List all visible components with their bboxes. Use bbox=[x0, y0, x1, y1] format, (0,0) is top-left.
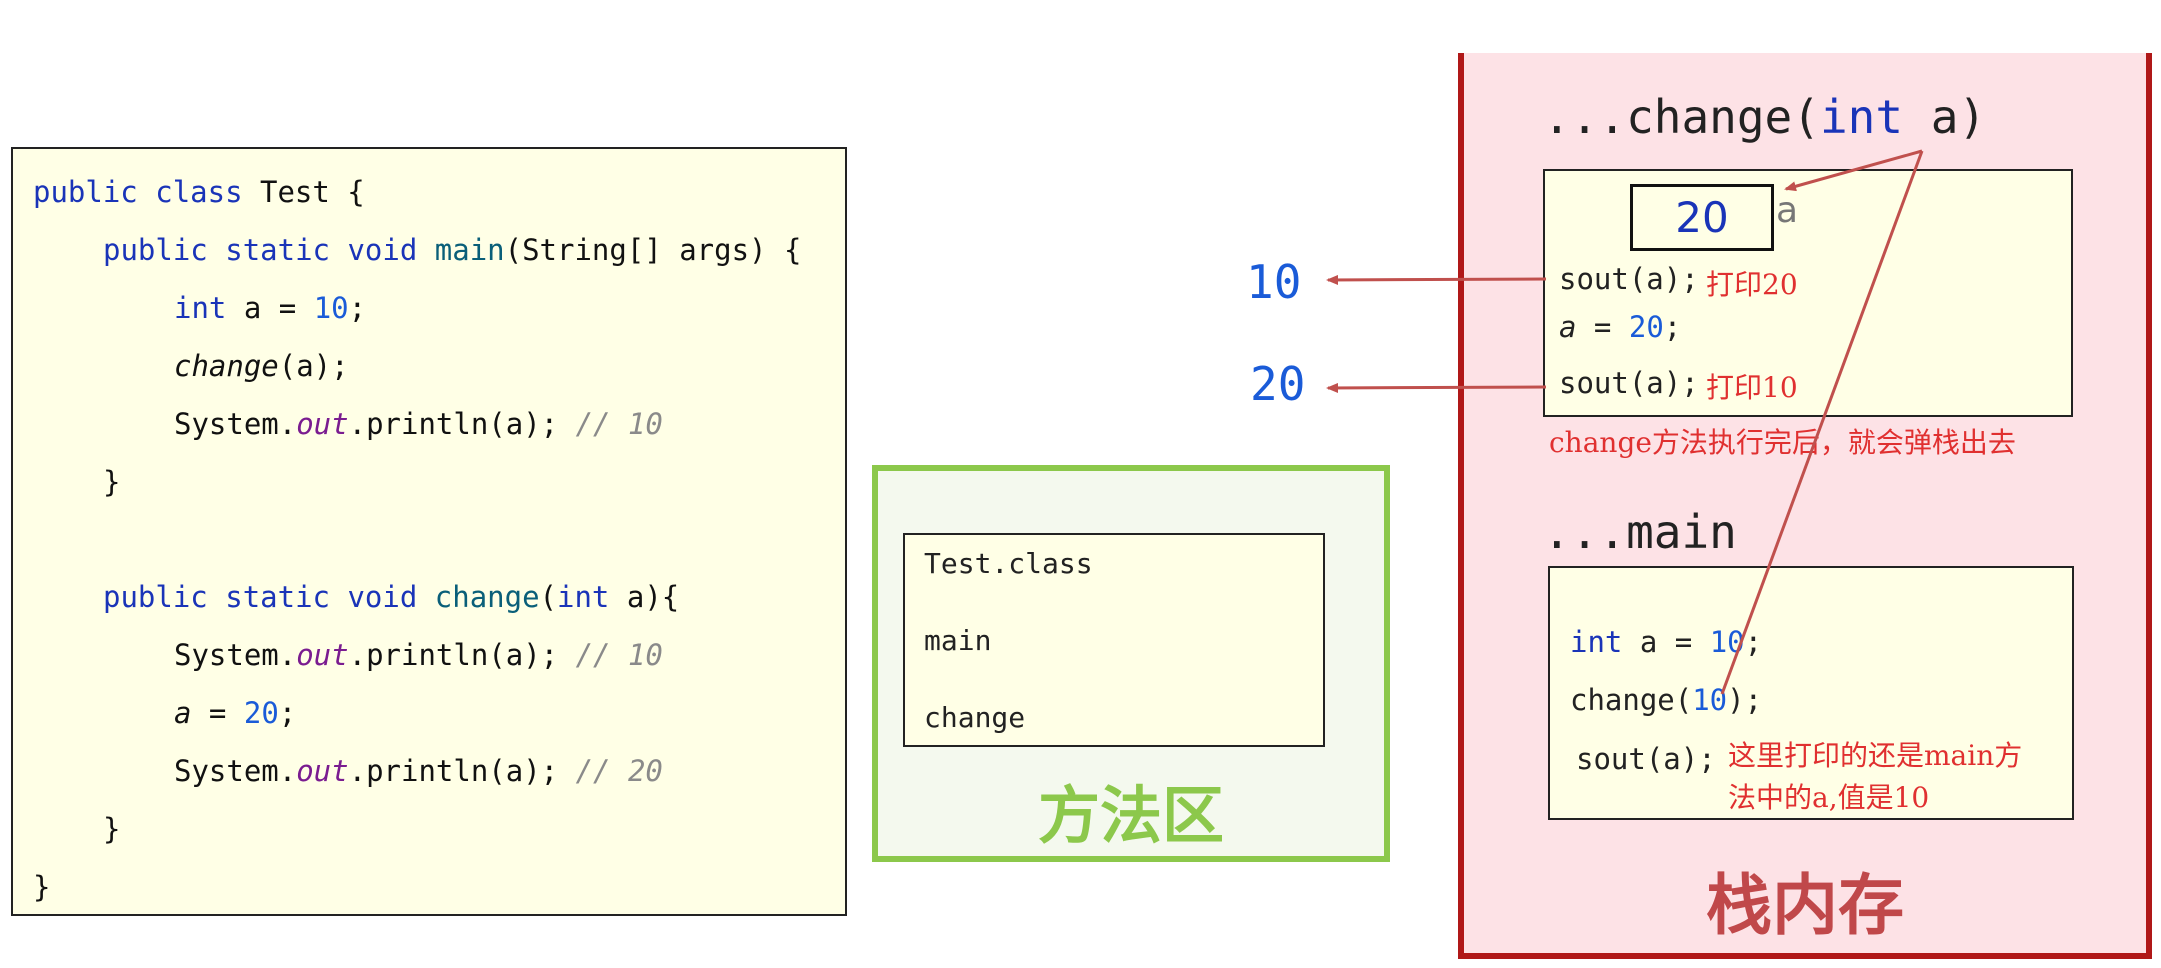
change-pop-note: change方法执行完后，就会弹栈出去 bbox=[1549, 426, 2016, 459]
main-stack-frame bbox=[1548, 566, 2074, 820]
output-value-2: 20 bbox=[1250, 357, 1306, 411]
stack-memory-title: 栈内存 bbox=[1706, 867, 1904, 944]
change-frame-note-1: 打印20 bbox=[1706, 268, 1798, 301]
change-frame-line-1: sout(a); bbox=[1559, 262, 1699, 296]
main-frame-line-3: sout(a); bbox=[1576, 742, 1716, 776]
change-frame-label: ...change(int a) bbox=[1543, 90, 1987, 144]
method-area-class-box: Test.class main change bbox=[903, 533, 1325, 747]
main-frame-note-line-2: 法中的a,值是10 bbox=[1728, 781, 1930, 814]
param-var-label: a bbox=[1776, 190, 1799, 231]
method-item-main: main bbox=[924, 624, 992, 657]
code-line-1: public class Test { bbox=[33, 175, 365, 209]
change-frame-line-2: a = 20; bbox=[1559, 310, 1682, 344]
code-line-11: } bbox=[103, 812, 121, 846]
change-frame-note-3: 打印10 bbox=[1706, 371, 1798, 404]
code-line-3: int a = 10; bbox=[174, 291, 367, 325]
code-line-12: } bbox=[33, 870, 51, 904]
code-line-7: public static void change(int a){ bbox=[103, 580, 680, 614]
code-line-2: public static void main(String[] args) { bbox=[103, 233, 802, 267]
main-frame-line-1: int a = 10; bbox=[1570, 625, 1763, 659]
param-assign-arrow bbox=[1784, 149, 1923, 192]
main-frame-note-line-1: 这里打印的还是main方 bbox=[1728, 739, 2023, 772]
main-frame-label: ...main bbox=[1543, 505, 1737, 559]
change-frame-line-3: sout(a); bbox=[1559, 366, 1699, 400]
code-line-5: System.out.println(a); // 10 bbox=[174, 407, 663, 441]
method-item-class: Test.class bbox=[924, 547, 1093, 580]
output-arrow-2 bbox=[1326, 382, 1547, 393]
code-line-10: System.out.println(a); // 20 bbox=[174, 754, 663, 788]
method-item-change: change bbox=[924, 701, 1026, 734]
param-pass-arrow bbox=[1720, 150, 1924, 695]
code-line-8: System.out.println(a); // 10 bbox=[174, 638, 663, 672]
output-arrow-1 bbox=[1326, 274, 1547, 285]
code-line-4: change(a); bbox=[174, 349, 349, 383]
method-area-title: 方法区 bbox=[1037, 779, 1224, 852]
main-frame-line-2: change(10); bbox=[1570, 683, 1763, 717]
output-value-1: 10 bbox=[1246, 255, 1302, 309]
param-value-box: 20 bbox=[1630, 184, 1774, 251]
code-line-6: } bbox=[103, 465, 121, 499]
code-line-9: a = 20; bbox=[174, 696, 297, 730]
code-panel: public class Test { public static void m… bbox=[11, 147, 847, 916]
